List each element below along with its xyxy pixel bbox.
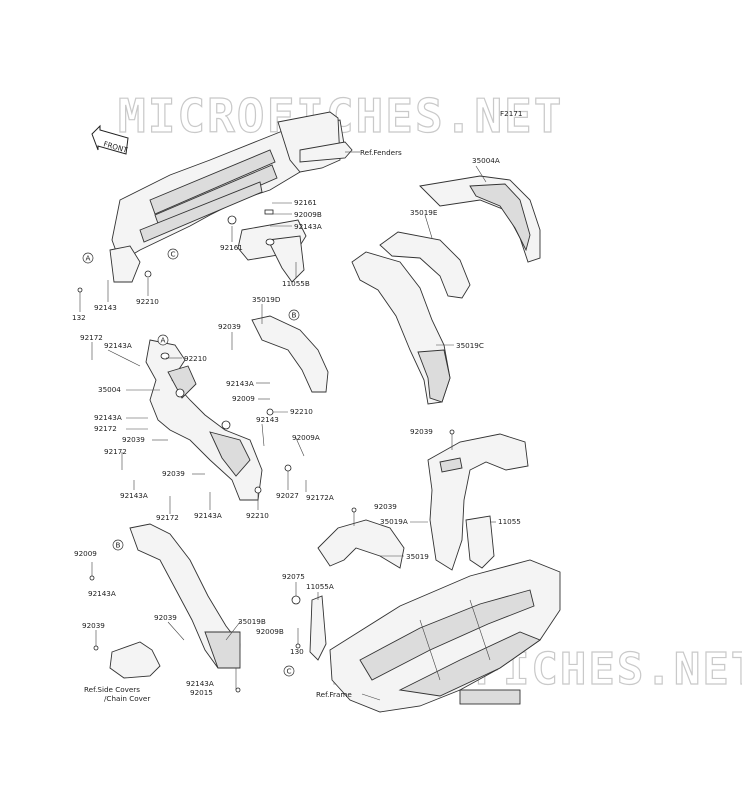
fender-35004a-part bbox=[419, 175, 541, 263]
callout-a-top: A bbox=[82, 252, 94, 264]
callout-a-mid: A bbox=[157, 334, 169, 346]
label-92210-c: 92210 bbox=[290, 407, 313, 416]
label-92039-e: 92039 bbox=[374, 502, 397, 511]
label-92172-d: 92172 bbox=[156, 513, 179, 522]
label-92039-d: 92039 bbox=[410, 427, 433, 436]
bracket-11055a-part bbox=[309, 595, 327, 661]
label-92009-a: 92009 bbox=[232, 394, 255, 403]
label-92039-a: 92039 bbox=[218, 322, 241, 331]
frame-part bbox=[329, 559, 561, 713]
label-35019b: 35019B bbox=[238, 617, 266, 626]
label-92172a: 92172A bbox=[306, 493, 334, 502]
label-35019d: 35019D bbox=[252, 295, 281, 304]
fender-35019a-part bbox=[427, 433, 529, 571]
label-35019: 35019 bbox=[406, 552, 429, 561]
label-11055a: 11055A bbox=[306, 582, 334, 591]
label-92039-b: 92039 bbox=[122, 435, 145, 444]
label-92039-g: 92039 bbox=[82, 621, 105, 630]
label-92009b-a: 92009B bbox=[294, 210, 322, 219]
callout-b-low: B bbox=[112, 539, 124, 551]
label-92143-b: 92143 bbox=[256, 415, 279, 424]
label-92009-b: 92009 bbox=[74, 549, 97, 558]
label-92172-b: 92172 bbox=[94, 424, 117, 433]
cover-35019-part bbox=[317, 519, 405, 569]
label-92143a-b: 92143A bbox=[104, 341, 132, 350]
svg-text:A: A bbox=[161, 336, 166, 345]
side-cover-part bbox=[109, 641, 161, 679]
label-92143a-e: 92143A bbox=[120, 491, 148, 500]
part-labels: Ref.Fenders 35004A 92161 92009B 92143A 9… bbox=[72, 148, 521, 703]
label-92039-f: 92039 bbox=[154, 613, 177, 622]
label-35004a: 35004A bbox=[472, 156, 500, 165]
label-92161-b: 92161 bbox=[220, 243, 243, 252]
svg-text:B: B bbox=[116, 541, 121, 550]
label-92143a-d: 92143A bbox=[94, 413, 122, 422]
label-92075: 92075 bbox=[282, 572, 305, 581]
label-92143a-f: 92143A bbox=[194, 511, 222, 520]
label-35019c: 35019C bbox=[456, 341, 484, 350]
label-92027: 92027 bbox=[276, 491, 299, 500]
label-92143-a: 92143 bbox=[94, 303, 117, 312]
svg-text:C: C bbox=[287, 667, 292, 676]
svg-text:C: C bbox=[171, 250, 176, 259]
label-92143a-a: 92143A bbox=[294, 222, 322, 231]
label-35019a: 35019A bbox=[380, 517, 408, 526]
label-92143a-h: 92143A bbox=[186, 679, 214, 688]
label-11055: 11055 bbox=[498, 517, 521, 526]
leader-lines bbox=[79, 151, 496, 701]
label-chain-cover: /Chain Cover bbox=[104, 694, 150, 703]
figure-code: F2171 bbox=[500, 109, 522, 118]
callout-c-top: C bbox=[167, 248, 179, 260]
label-35004: 35004 bbox=[98, 385, 121, 394]
label-92210-a: 92210 bbox=[136, 297, 159, 306]
label-ref-side-covers: Ref.Side Covers bbox=[84, 685, 140, 694]
front-grille-part bbox=[109, 111, 353, 283]
label-ref-frame: Ref.Frame bbox=[316, 690, 352, 699]
label-92172-c: 92172 bbox=[104, 447, 127, 456]
fender-35019c-part bbox=[351, 251, 451, 405]
label-92210-b: 92210 bbox=[184, 354, 207, 363]
label-130: 130 bbox=[290, 647, 304, 656]
bracket-11055b-part bbox=[227, 209, 307, 283]
label-92015: 92015 bbox=[190, 688, 213, 697]
label-ref-fenders: Ref.Fenders bbox=[360, 148, 402, 157]
fender-35019e-part bbox=[379, 231, 471, 299]
bracket-11055-part bbox=[465, 515, 495, 569]
label-92143a-g: 92143A bbox=[88, 589, 116, 598]
label-92009a: 92009A bbox=[292, 433, 320, 442]
label-35019e: 35019E bbox=[410, 208, 438, 217]
label-92009b-b: 92009B bbox=[256, 627, 284, 636]
fender-35004-part bbox=[145, 339, 263, 501]
label-92172-a: 92172 bbox=[80, 333, 103, 342]
label-132: 132 bbox=[72, 313, 86, 322]
label-92039-c: 92039 bbox=[162, 469, 185, 478]
callout-b-mid: B bbox=[288, 309, 300, 321]
callout-c-low: C bbox=[283, 665, 295, 677]
fender-35019d-part bbox=[251, 315, 329, 393]
label-92210-d: 92210 bbox=[246, 511, 269, 520]
fender-35019b-part bbox=[129, 523, 241, 669]
label-92143a-c: 92143A bbox=[226, 379, 254, 388]
label-92161-a: 92161 bbox=[294, 198, 317, 207]
svg-text:B: B bbox=[292, 311, 297, 320]
label-11055b: 11055B bbox=[282, 279, 310, 288]
hardware-markers bbox=[77, 270, 455, 693]
svg-text:A: A bbox=[86, 254, 91, 263]
